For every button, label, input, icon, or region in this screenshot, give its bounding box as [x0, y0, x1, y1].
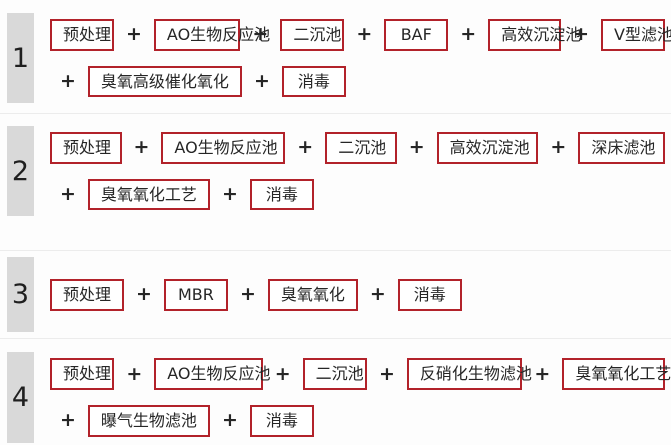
- process-step-box: 二沉池: [280, 19, 345, 51]
- process-step-box: 曝气生物滤池: [87, 404, 210, 437]
- process-row: 2 预处理 + AO生物反应池 + 二沉池 + 高效沉淀池 + 深床滤池 + 臭氧氧化工艺 + 消毒: [0, 114, 671, 252]
- row-number: 1: [7, 13, 34, 104]
- process-step-box: 高效沉淀池: [488, 19, 581, 51]
- row-number: 4: [7, 352, 34, 443]
- process-step-box: 臭氧高级催化氧化: [87, 65, 242, 98]
- flow-line: 预处理+AO生物反应池+二沉池+BAF+高效沉淀池+V型滤池: [50, 19, 671, 51]
- plus-separator: +: [126, 362, 143, 385]
- process-step-box: 预处理: [50, 19, 114, 51]
- process-step-box: AO生物反应池: [154, 358, 271, 390]
- process-step-box: V型滤池: [601, 19, 671, 51]
- plus-separator: +: [297, 136, 314, 159]
- flow-line: 预处理 + AO生物反应池 + 二沉池 + 高效沉淀池 + 深床滤池: [50, 132, 665, 164]
- flow-lines: 预处理+AO生物反应池+二沉池+BAF+高效沉淀池+V型滤池+臭氧高级催化氧化+…: [50, 13, 671, 103]
- plus-separator: +: [221, 409, 238, 432]
- process-step-box: 反硝化生物滤池: [406, 358, 532, 390]
- process-step-box: AO生物反应池: [153, 19, 270, 51]
- plus-separator: +: [369, 283, 386, 306]
- flow-lines: 预处理+AO生物反应池+二沉池+反硝化生物滤池+臭氧氧化工艺+曝气生物滤池+消毒: [50, 352, 671, 442]
- flow-line: + 曝气生物滤池 + 消毒: [60, 404, 665, 437]
- plus-separator: +: [60, 69, 76, 92]
- process-step-box: AO生物反应池: [161, 132, 286, 164]
- plus-separator: +: [356, 23, 373, 46]
- row-number: 2: [7, 126, 34, 217]
- process-step-box: 高效沉淀池: [436, 132, 539, 164]
- process-step-box: 消毒: [249, 404, 314, 437]
- flow-line: 预处理 + MBR + 臭氧氧化 + 消毒: [50, 279, 665, 311]
- process-step-box: 预处理: [50, 358, 115, 390]
- process-step-box: 臭氧氧化: [267, 279, 358, 311]
- process-row: 3 预处理 + MBR + 臭氧氧化 + 消毒: [0, 251, 671, 340]
- plus-separator: +: [221, 183, 238, 206]
- plus-separator: +: [408, 136, 425, 159]
- plus-separator: +: [252, 23, 269, 46]
- plus-separator: +: [60, 409, 76, 432]
- plus-separator: +: [253, 69, 270, 92]
- process-step-box: 预处理: [50, 279, 125, 311]
- plus-separator: +: [239, 283, 256, 306]
- process-step-box: 消毒: [249, 178, 314, 211]
- plus-separator: +: [136, 283, 152, 306]
- plus-separator: +: [534, 362, 551, 385]
- plus-separator: +: [60, 183, 76, 206]
- plus-separator: +: [573, 23, 589, 46]
- process-step-box: 预处理: [50, 132, 122, 164]
- plus-separator: +: [550, 136, 567, 159]
- plus-separator: +: [133, 136, 150, 159]
- flow-lines: 预处理 + AO生物反应池 + 二沉池 + 高效沉淀池 + 深床滤池 + 臭氧氧化工艺 + 消毒: [50, 126, 665, 216]
- plus-separator: +: [460, 23, 477, 46]
- process-step-box: BAF: [384, 19, 449, 51]
- process-step-box: 消毒: [281, 65, 346, 98]
- process-step-box: 二沉池: [302, 358, 367, 390]
- row-number: 3: [7, 257, 34, 333]
- process-step-box: MBR: [163, 279, 228, 311]
- flow-line: + 臭氧氧化工艺 + 消毒: [60, 178, 665, 211]
- flow-line: + 臭氧高级催化氧化 + 消毒: [60, 65, 665, 98]
- process-step-box: 二沉池: [325, 132, 397, 164]
- flow-lines: 预处理 + MBR + 臭氧氧化 + 消毒: [50, 257, 665, 332]
- process-step-box: 深床滤池: [578, 132, 665, 164]
- flow-line: 预处理+AO生物反应池+二沉池+反硝化生物滤池+臭氧氧化工艺: [50, 358, 671, 390]
- plus-separator: +: [274, 362, 291, 385]
- plus-separator: +: [126, 23, 142, 46]
- process-step-box: 消毒: [397, 279, 462, 311]
- process-step-box: 臭氧氧化工艺: [87, 178, 210, 211]
- plus-separator: +: [379, 362, 395, 385]
- process-step-box: 臭氧氧化工艺: [562, 358, 671, 390]
